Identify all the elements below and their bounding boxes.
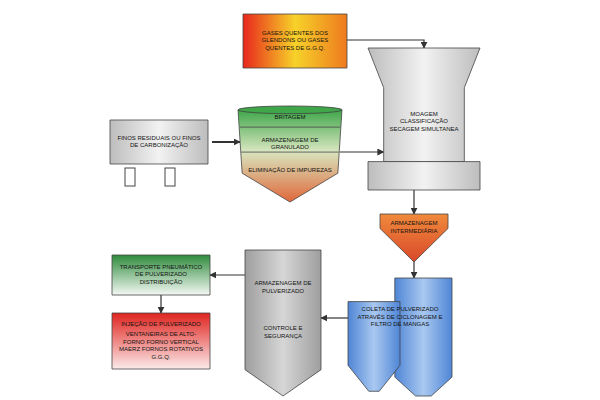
node-label: SECAGEM SIMULTANEA [389, 126, 458, 134]
node-label: GASES QUENTES DOS GLENDONS OU GASES QUEN… [248, 30, 342, 53]
wagon-wheel [125, 168, 135, 186]
transport-box: TRANSPORTE PNEUMÁTICO DE PULVERIZADO DIS… [112, 255, 210, 295]
crushing-hopper: BRITAGEM ARMAZENAGEM DE GRANULADO ELIMINAÇ… [238, 106, 342, 202]
cyclone-bag-filter: COLETA DE PULVERIZADO ATRAVÉS DE CICLONA… [348, 278, 452, 396]
node-label: ARMAZENAGEM INTERMEDIÁRIA [383, 220, 445, 235]
injection-box: INJEÇÃO DE PULVERIZADO VENTANEIRAS DE ALT… [112, 313, 210, 369]
node-label: ARMAZENAGEM DE PULVERIZADO [251, 280, 315, 295]
flow-arrow [212, 141, 240, 143]
node-label: ARMAZENAGEM DE GRANULADO [248, 137, 332, 152]
node-label: MOAGEM [410, 111, 437, 119]
node-outline [245, 250, 321, 396]
storage-silo: ARMAZENAGEM DE PULVERIZADO CONTROLE E SEG… [245, 250, 321, 396]
flow-arrow [413, 190, 414, 214]
node-label: CONTROLE E SEGURANÇA [251, 325, 315, 340]
node-label: INJEÇÃO DE PULVERIZADO [121, 321, 201, 329]
intermediate-hopper: ARMAZENAGEM INTERMEDIÁRIA [380, 214, 448, 262]
mill-classifier: MOAGEMCLASSIFICAÇÃOSECAGEM SIMULTANEA [368, 48, 480, 190]
node-label: TRANSPORTE PNEUMÁTICO DE PULVERIZADO DIS… [117, 264, 205, 287]
node-label: VENTANEIRAS DE ALTO-FORNO FORNO VERTICAL… [117, 331, 205, 361]
node-label: ELIMINAÇÃO DE IMPUREZAS [248, 167, 332, 175]
node-outline [348, 278, 452, 396]
flow-arrow [413, 262, 414, 278]
flow-arrow [340, 151, 384, 152]
node-outline [238, 106, 342, 202]
flow-arrow [347, 40, 424, 48]
node-label: FINOS RESIDUAIS OU FINOS DE CARBONIZAÇÃO [115, 135, 203, 150]
fines-source-box: FINOS RESIDUAIS OU FINOS DE CARBONIZAÇÃO [110, 120, 208, 164]
flow-arrow [321, 317, 348, 318]
gas-source-box: GASES QUENTES DOS GLENDONS OU GASES QUEN… [243, 14, 347, 68]
flow-arrow [160, 295, 161, 313]
node-label: BRITAGEM [275, 114, 306, 122]
node-label: CLASSIFICAÇÃO [400, 118, 448, 126]
wagon-wheel [165, 168, 175, 186]
node-label: COLETA DE PULVERIZADO ATRAVÉS DE CICLONA… [356, 306, 444, 329]
flow-arrow [210, 274, 245, 275]
